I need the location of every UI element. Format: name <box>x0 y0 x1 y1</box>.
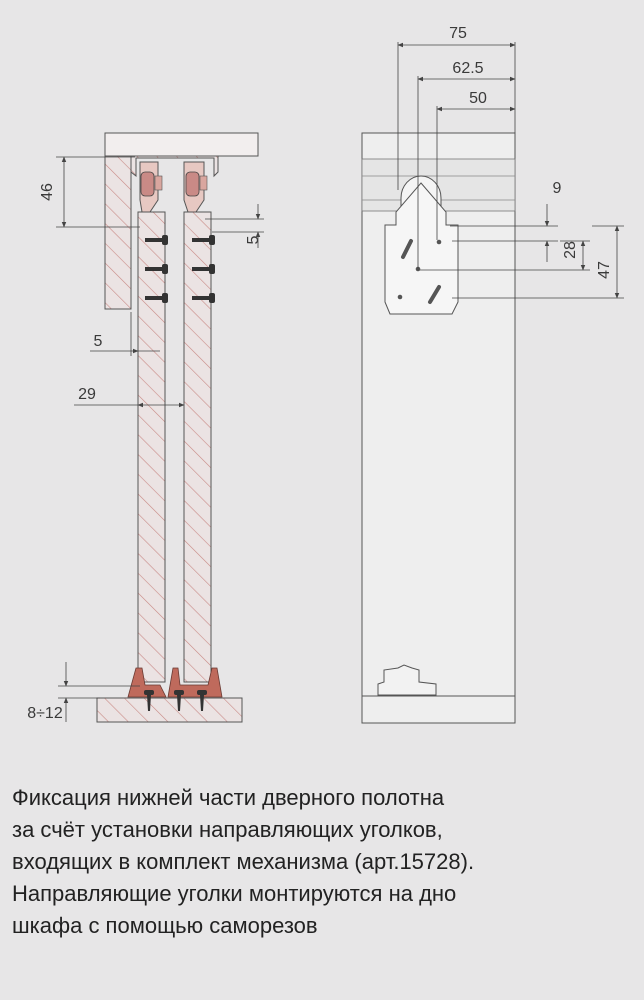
dimension-9 <box>450 204 558 262</box>
dimension-5-top-label: 5 <box>245 235 262 244</box>
bottom-screws <box>144 690 207 711</box>
dimension-5-left <box>90 312 160 356</box>
dimension-75-label: 75 <box>449 25 467 42</box>
bottom-guide-front <box>377 664 437 696</box>
top-rail-profile <box>130 155 219 178</box>
dimension-47-label: 47 <box>596 261 613 279</box>
rear-roller <box>185 171 200 197</box>
dimension-5-left-label: 5 <box>94 333 103 350</box>
caption-line: за счёт установки направляющих уголков, <box>12 817 443 842</box>
technical-drawing: 46 5 5 29 8÷12 <box>27 25 624 724</box>
dimension-top-widths <box>397 42 516 270</box>
bracket-holes <box>397 239 442 300</box>
dimension-50-label: 50 <box>469 90 487 107</box>
dimension-9-label: 9 <box>553 180 562 197</box>
dimension-8-12-label: 8÷12 <box>27 705 63 722</box>
dimension-46-label: 46 <box>39 183 56 201</box>
dimension-62-5-label: 62.5 <box>452 60 483 77</box>
fixing-screws <box>145 235 215 303</box>
front-roller <box>140 171 155 197</box>
cross-section-view: 46 5 5 29 8÷12 <box>27 132 264 723</box>
caption-line: шкафа с помощью саморезов <box>12 913 318 938</box>
dimension-29-label: 29 <box>78 386 96 403</box>
caption-text: Фиксация нижней части дверного полотна з… <box>12 782 632 942</box>
front-view: 75 62.5 50 9 28 47 <box>361 25 624 724</box>
dimension-5-top <box>205 204 264 248</box>
rear-door-panel <box>183 211 212 683</box>
front-door-panel <box>137 211 166 683</box>
side-panel <box>104 155 132 310</box>
dimension-46 <box>56 156 140 228</box>
guide-angle-left <box>127 667 167 698</box>
caption-line: Направляющие уголки монтируются на дно <box>12 881 457 906</box>
dimension-28 <box>420 240 590 271</box>
bracket-plate <box>384 182 459 315</box>
bracket-slots <box>401 239 441 304</box>
caption-line: входящих в комплект механизма (арт.15728… <box>12 849 475 874</box>
bottom-panel <box>96 697 243 723</box>
dimension-8-12 <box>58 662 140 722</box>
guide-angle-right <box>167 667 223 698</box>
dimension-28-label: 28 <box>562 241 579 259</box>
caption-line: Фиксация нижней части дверного полотна <box>12 785 445 810</box>
dimension-47 <box>452 225 624 299</box>
top-panel <box>104 132 259 157</box>
